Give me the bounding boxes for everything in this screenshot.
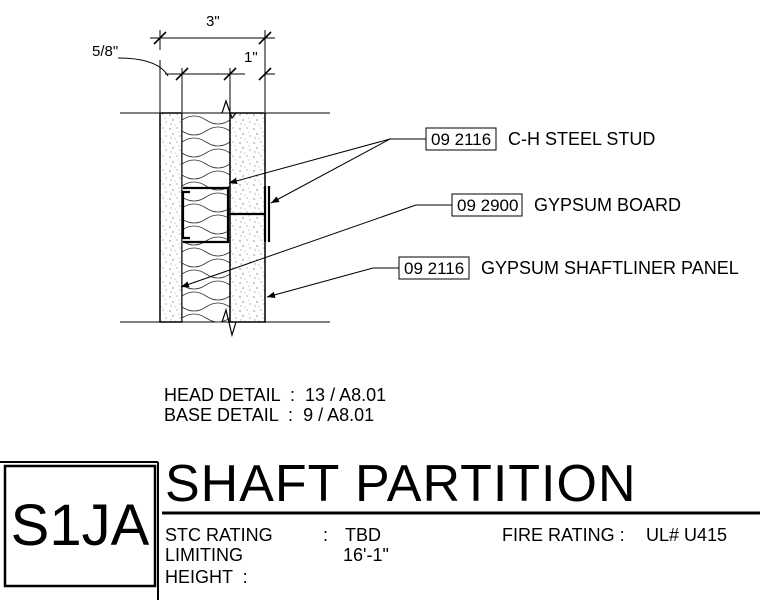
fire-rating-label: FIRE RATING : bbox=[502, 525, 625, 545]
partition-code: S1JA bbox=[10, 493, 150, 558]
head-detail-label: HEAD DETAIL bbox=[164, 385, 281, 405]
callout-box-shaftliner bbox=[398, 256, 470, 280]
base-detail-label: BASE DETAIL bbox=[164, 405, 279, 425]
stc-colon: : bbox=[323, 525, 329, 545]
base-detail-value: 9 / A8.01 bbox=[303, 405, 375, 425]
board-dimension: 5/8" bbox=[92, 43, 118, 60]
callout-code-gypsum: 09 2900 bbox=[457, 196, 518, 215]
limiting-height-value: 16'-1" bbox=[343, 545, 389, 565]
head-detail-value: 13 / A8.01 bbox=[305, 385, 387, 405]
stc-value: TBD bbox=[345, 525, 381, 545]
callout-code-stud: 09 2116 bbox=[431, 130, 491, 149]
ch-steel-stud bbox=[181, 186, 271, 244]
callout-label-gypsum: GYPSUM BOARD bbox=[534, 195, 681, 215]
head-detail-row: HEAD DETAIL : 13 / A8.01 bbox=[164, 385, 387, 405]
gypsum-board-right bbox=[229, 112, 266, 323]
cavity-insulation bbox=[181, 112, 231, 323]
callout-box-stud bbox=[425, 127, 497, 151]
callout-code-shaftliner: 09 2116 bbox=[404, 259, 464, 278]
fire-rating-value: UL# U415 bbox=[646, 525, 728, 545]
callout-label-shaftliner: GYPSUM SHAFTLINER PANEL bbox=[481, 258, 739, 278]
break-line-top bbox=[221, 99, 237, 120]
shaftliner-panel-left bbox=[159, 112, 183, 323]
height-label: HEIGHT : bbox=[165, 567, 248, 587]
callout-label-stud: C-H STEEL STUD bbox=[508, 129, 655, 149]
stc-label: STC RATING bbox=[165, 525, 273, 545]
callout-box-gypsum bbox=[451, 193, 523, 217]
dimension-lines bbox=[117, 30, 275, 112]
code-box bbox=[3, 464, 157, 588]
flange-dimension: 1" bbox=[244, 49, 258, 66]
break-line-bottom bbox=[221, 307, 237, 338]
leader-lines bbox=[180, 138, 452, 298]
limiting-label: LIMITING bbox=[165, 545, 244, 565]
partition-title: SHAFT PARTITION bbox=[165, 455, 637, 513]
overall-dimension: 3" bbox=[206, 13, 220, 30]
base-detail-row: BASE DETAIL : 9 / A8.01 bbox=[164, 405, 375, 425]
